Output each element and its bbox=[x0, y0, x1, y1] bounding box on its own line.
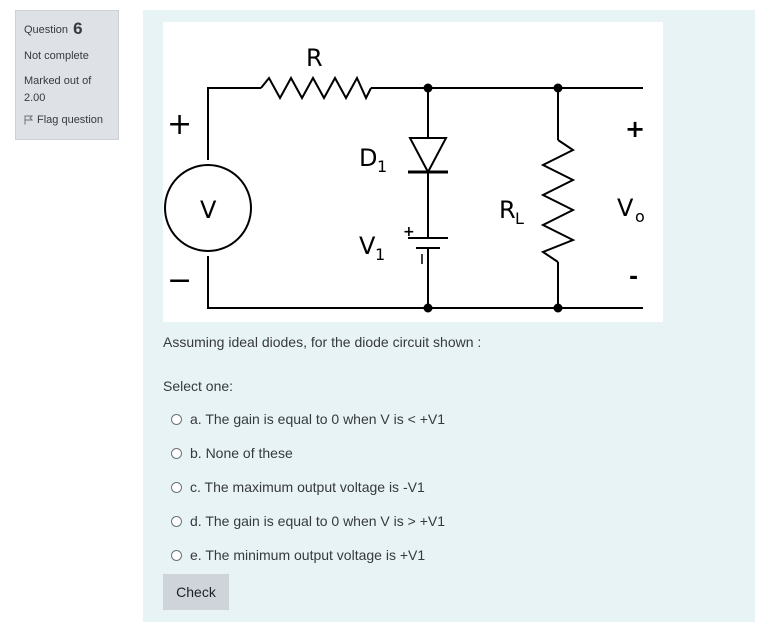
label-rl-sub: L bbox=[515, 209, 524, 228]
label-v: V bbox=[200, 196, 217, 224]
question-info-panel: Question 6 Not complete Marked out of 2.… bbox=[15, 10, 119, 140]
label-v1-sub: 1 bbox=[375, 245, 385, 264]
label-d-sub: 1 bbox=[377, 157, 387, 176]
flag-icon bbox=[24, 115, 33, 125]
answer-option-b[interactable]: b. None of these bbox=[171, 436, 445, 470]
answer-label: e. The minimum output voltage is +V1 bbox=[190, 547, 426, 563]
answer-option-e[interactable]: e. The minimum output voltage is +V1 bbox=[171, 538, 445, 572]
radio-button[interactable] bbox=[171, 447, 182, 459]
check-button[interactable]: Check bbox=[163, 574, 229, 610]
radio-button[interactable] bbox=[171, 413, 182, 425]
question-state: Not complete bbox=[24, 50, 89, 62]
label-d: D bbox=[359, 144, 377, 172]
node-bottom-diode bbox=[423, 303, 433, 313]
flag-question-link[interactable]: Flag question bbox=[24, 114, 118, 126]
answer-list: a. The gain is equal to 0 when V is < +V… bbox=[171, 402, 445, 572]
answer-option-d[interactable]: d. The gain is equal to 0 when V is > +V… bbox=[171, 504, 445, 538]
label-battery-plus: + bbox=[403, 224, 415, 240]
diode-d1 bbox=[408, 137, 448, 175]
node-top-diode bbox=[423, 83, 433, 93]
question-grade: Marked out of 2.00 bbox=[24, 75, 92, 104]
question-label: Question bbox=[24, 24, 69, 36]
radio-button[interactable] bbox=[171, 549, 182, 561]
circuit-diagram: R D 1 V V 1 + R L V o + − + - bbox=[163, 22, 663, 322]
question-text: Assuming ideal diodes, for the diode cir… bbox=[163, 334, 482, 350]
answer-label: d. The gain is equal to 0 when V is > +V… bbox=[190, 513, 446, 529]
answer-option-c[interactable]: c. The maximum output voltage is -V1 bbox=[171, 470, 445, 504]
label-v1: V bbox=[359, 232, 376, 260]
label-input-plus: + bbox=[167, 107, 192, 142]
answer-label: a. The gain is equal to 0 when V is < +V… bbox=[190, 411, 446, 427]
load-resistor bbox=[540, 139, 576, 263]
flag-question-label: Flag question bbox=[37, 114, 104, 126]
label-output-minus: - bbox=[629, 265, 638, 290]
label-r: R bbox=[306, 44, 323, 72]
voltage-source bbox=[164, 164, 252, 252]
radio-button[interactable] bbox=[171, 515, 182, 527]
answer-label: c. The maximum output voltage is -V1 bbox=[190, 479, 425, 495]
node-bottom-load bbox=[553, 303, 563, 313]
radio-button[interactable] bbox=[171, 481, 182, 493]
label-rl: R bbox=[499, 196, 516, 224]
answer-option-a[interactable]: a. The gain is equal to 0 when V is < +V… bbox=[171, 402, 445, 436]
question-content: R D 1 V V 1 + R L V o + − + - Assuming i… bbox=[143, 10, 755, 622]
label-vo: V bbox=[617, 194, 634, 222]
label-input-minus: − bbox=[167, 263, 192, 298]
resistor-r bbox=[260, 75, 372, 101]
bottom-wire bbox=[207, 256, 643, 309]
question-number: Question 6 bbox=[24, 19, 118, 39]
question-number-value: 6 bbox=[73, 19, 83, 38]
label-output-plus: + bbox=[625, 115, 645, 143]
select-one-prompt: Select one: bbox=[163, 378, 234, 394]
answer-label: b. None of these bbox=[190, 445, 293, 461]
top-wire bbox=[207, 87, 643, 160]
battery-plates bbox=[408, 237, 448, 249]
node-top-load bbox=[553, 83, 563, 93]
label-vo-sub: o bbox=[635, 207, 645, 226]
